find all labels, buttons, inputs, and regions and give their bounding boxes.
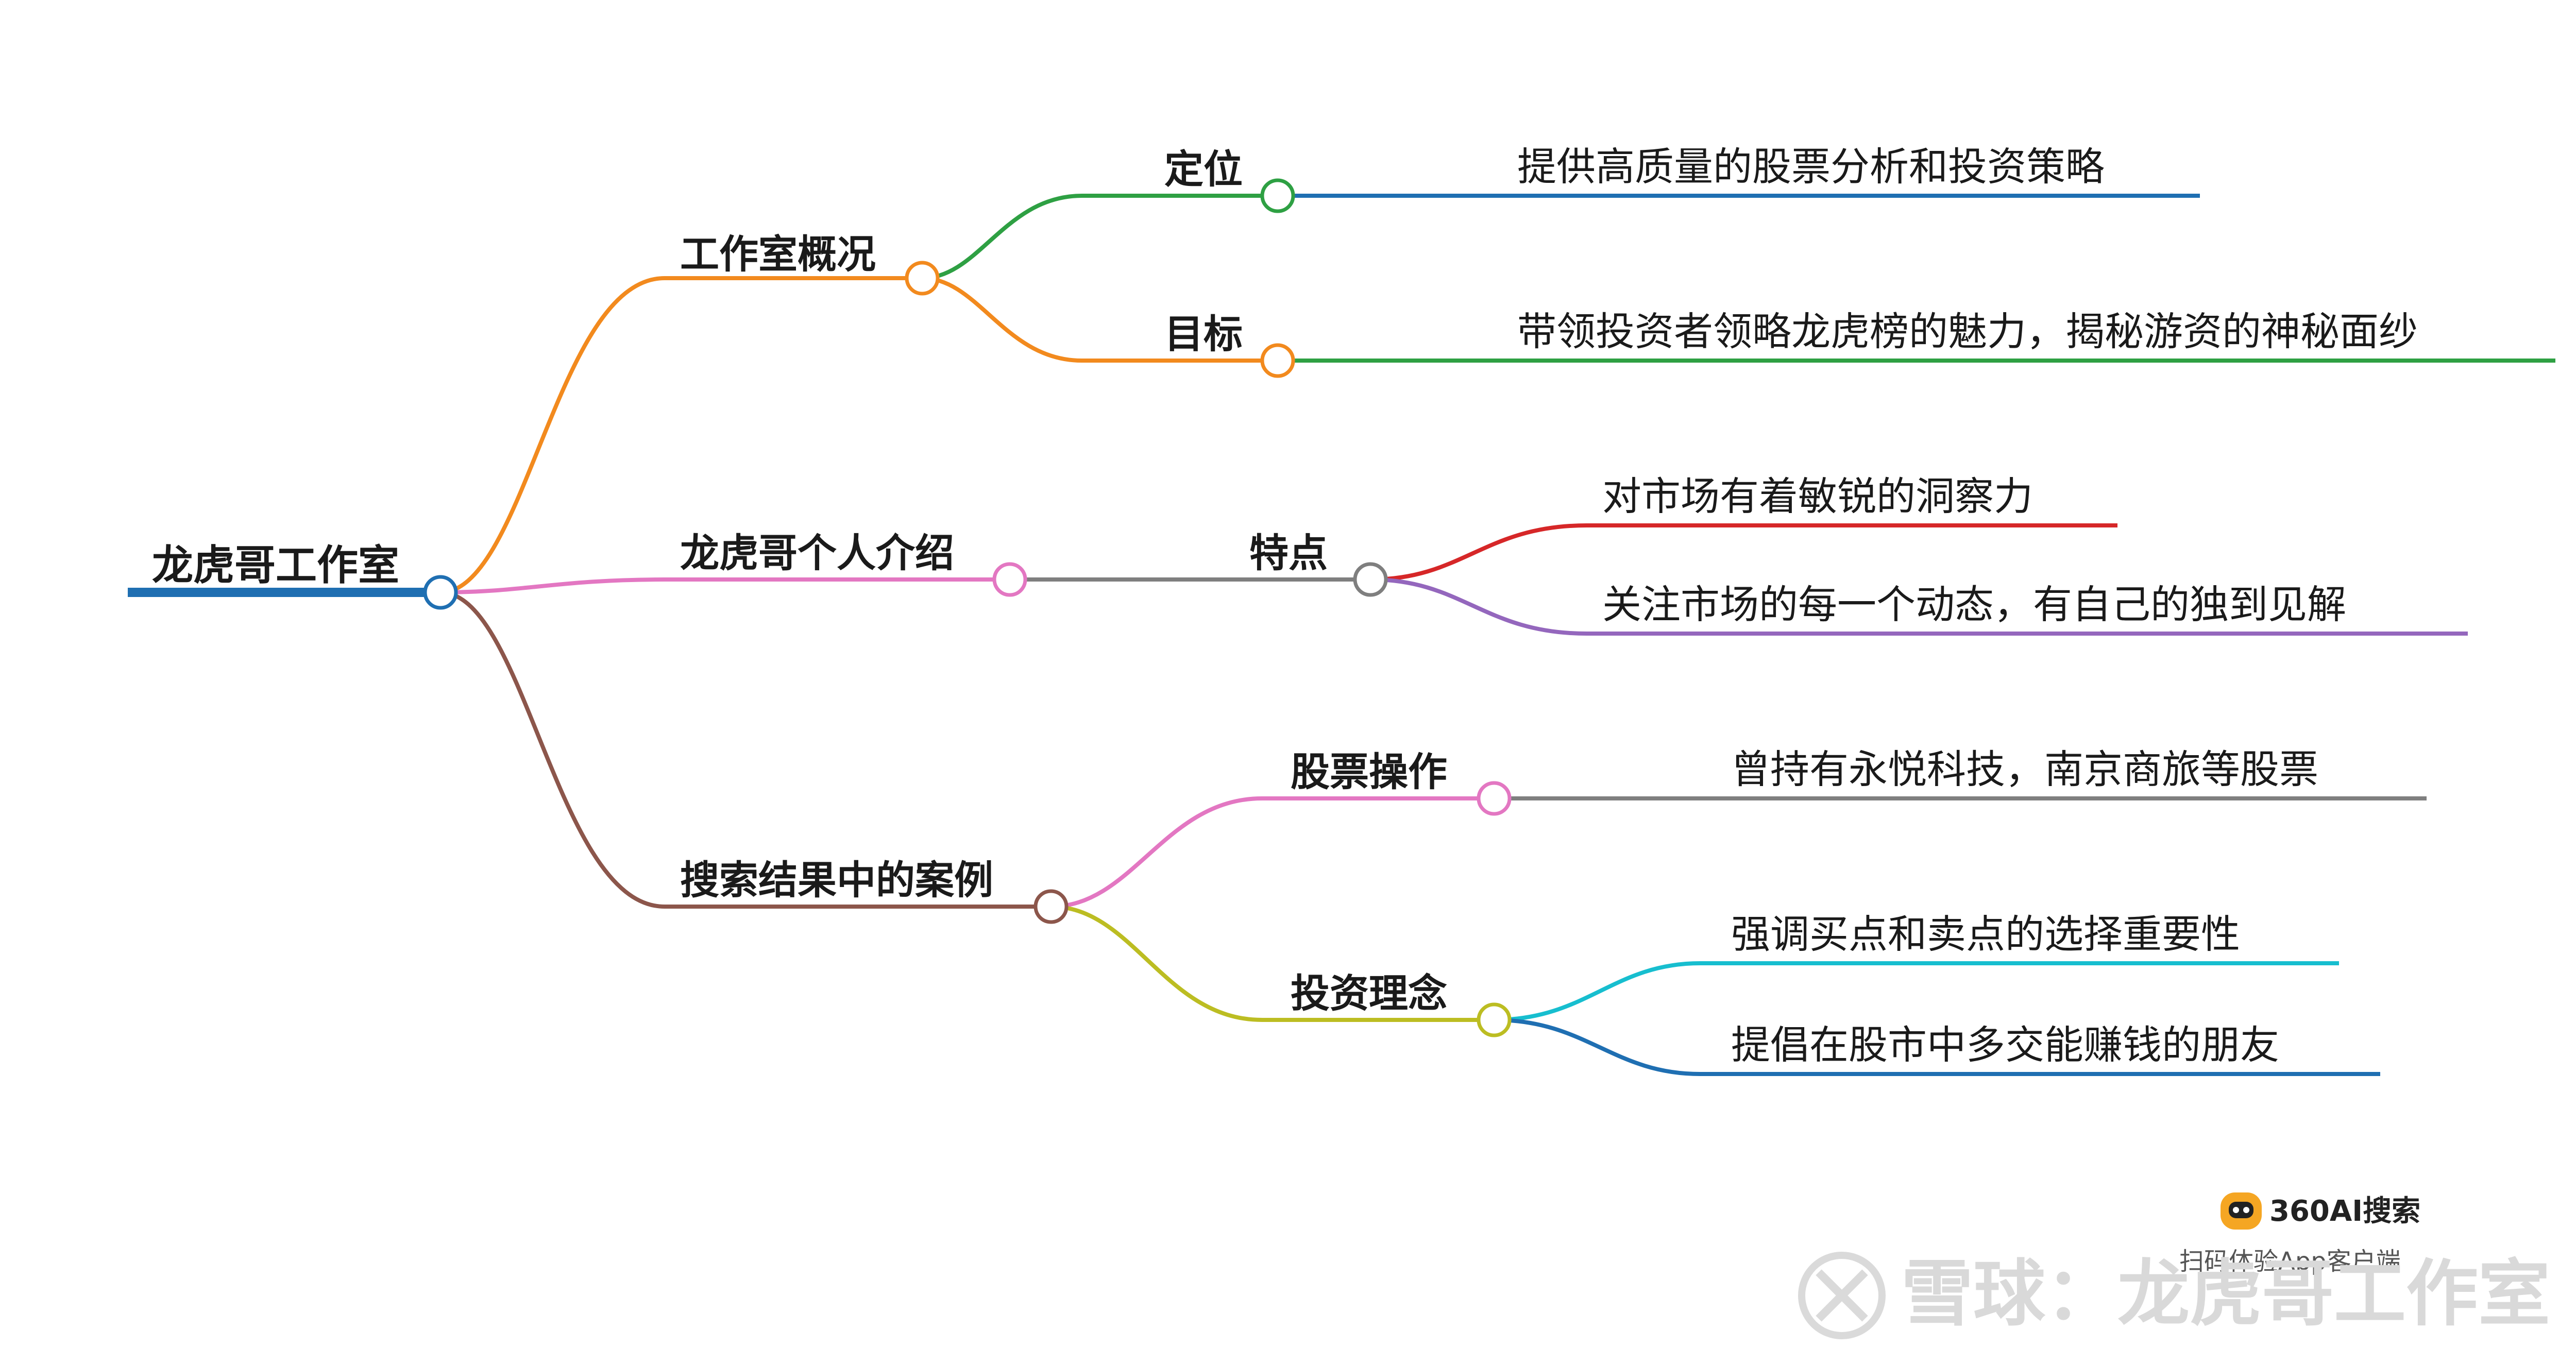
positioning-node[interactable] xyxy=(1260,178,1295,213)
edge-cases-philosophy xyxy=(1050,905,1494,1022)
node-goal-label: 目标 xyxy=(1164,311,1243,357)
branch-intro-label: 龙虎哥个人介绍 xyxy=(680,530,954,576)
edge-root-cases xyxy=(440,590,1051,909)
feature-node[interactable] xyxy=(1353,562,1388,597)
root-label: 龙虎哥工作室 xyxy=(152,541,399,589)
edge-philosophy-leaf-1 xyxy=(1494,961,2339,1022)
philosophy-node[interactable] xyxy=(1477,1002,1512,1037)
branch-cases-node[interactable] xyxy=(1033,889,1069,924)
leaf-positioning: 提供高质量的股票分析和投资策略 xyxy=(1517,144,2105,190)
leaf-feature-1: 对市场有着敏锐的洞察力 xyxy=(1602,473,2033,519)
node-positioning-label: 定位 xyxy=(1164,146,1243,192)
leaf-philosophy-1: 强调买点和卖点的选择重要性 xyxy=(1731,911,2240,957)
edge-feature-leaf-2 xyxy=(1370,577,2468,636)
edge-root-intro xyxy=(440,577,1010,594)
edge-overview-positioning xyxy=(922,194,1278,280)
edge-overview-goal xyxy=(922,276,1278,363)
leaf-goal: 带领投资者领略龙虎榜的魅力，揭秘游资的神秘面纱 xyxy=(1517,309,2418,354)
brand-name: 360AI搜索 xyxy=(2269,1195,2420,1228)
branch-overview-node[interactable] xyxy=(905,261,940,296)
leaf-feature-2: 关注市场的每一个动态，有自己的独到见解 xyxy=(1602,582,2346,627)
edge-root-overview xyxy=(440,276,922,594)
stock-node[interactable] xyxy=(1477,781,1512,816)
edge-feature-leaf-1 xyxy=(1370,523,2117,582)
leaf-stock: 曾持有永悦科技，南京商旅等股票 xyxy=(1731,746,2318,792)
watermark-logo xyxy=(1798,1252,1886,1339)
edge-cases-stock xyxy=(1050,796,1494,909)
node-stock-label: 股票操作 xyxy=(1291,749,1447,795)
node-philosophy-label: 投资理念 xyxy=(1291,970,1447,1016)
branch-cases-label: 搜索结果中的案例 xyxy=(680,857,993,903)
watermark-text: 雪球：龙虎哥工作室 xyxy=(1901,1252,2550,1336)
goal-node[interactable] xyxy=(1260,343,1295,378)
branch-overview-label: 工作室概况 xyxy=(680,231,876,277)
root-node[interactable] xyxy=(423,575,458,610)
node-feature-label: 特点 xyxy=(1249,530,1328,576)
brand-subtitle: 扫码体验App客户端 xyxy=(2179,1247,2401,1276)
leaf-philosophy-2: 提倡在股市中多交能赚钱的朋友 xyxy=(1731,1022,2279,1068)
edge-philosophy-leaf-2 xyxy=(1494,1018,2380,1076)
branch-intro-node[interactable] xyxy=(992,562,1027,597)
brand-logo xyxy=(2221,1192,2262,1230)
